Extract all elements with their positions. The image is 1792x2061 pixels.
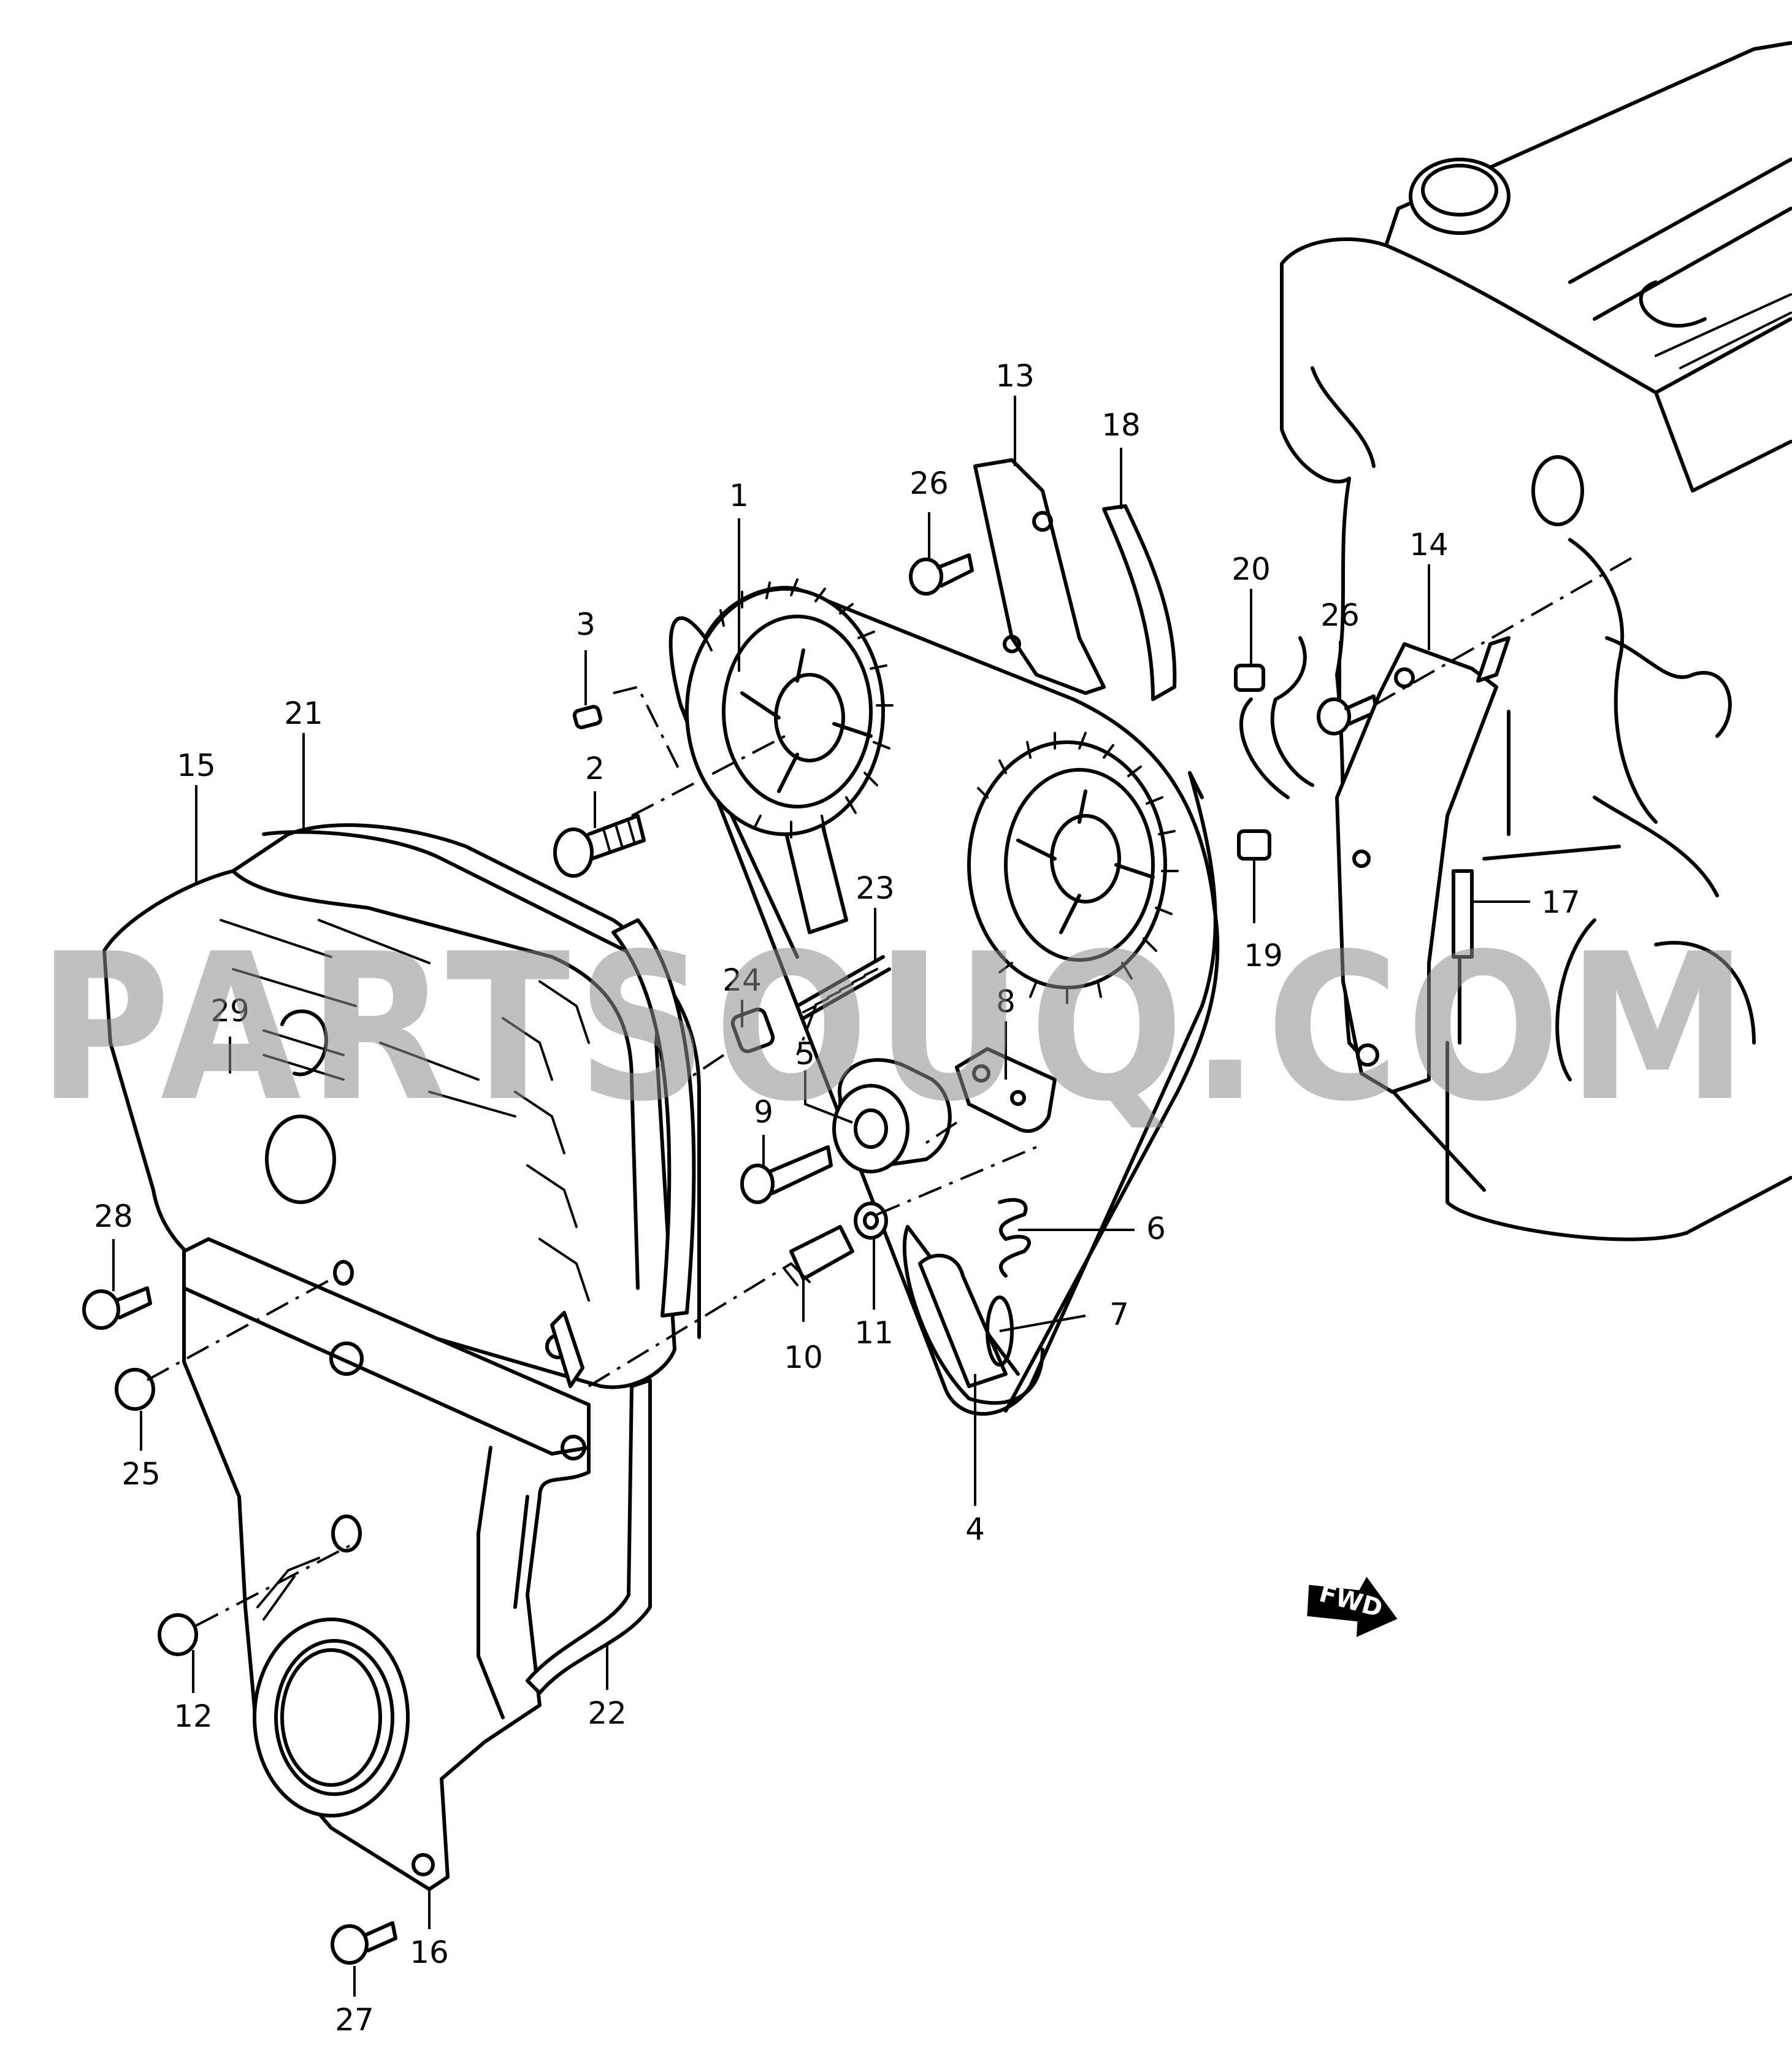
callout-26-upper: 26 — [909, 466, 949, 501]
callout-20: 20 — [1231, 551, 1271, 587]
washer-11 — [854, 1202, 888, 1240]
lower-cover — [182, 1237, 591, 1891]
callout-29: 29 — [210, 993, 250, 1029]
callout-10: 10 — [784, 1340, 823, 1375]
bolt-26-upper — [909, 553, 974, 596]
callout-17: 17 — [1541, 885, 1580, 920]
camshaft-pulley-1 — [685, 578, 894, 839]
watermark: PARTSOUQ.COM — [37, 910, 1755, 1146]
nut-12 — [158, 1613, 198, 1656]
callout-4: 4 — [965, 1511, 985, 1547]
stud-23 — [795, 955, 891, 1020]
fwd-direction-marker: FWD — [1307, 1576, 1398, 1637]
callout-27: 27 — [335, 2002, 374, 2038]
stud-10 — [784, 1225, 854, 1286]
callout-26-right: 26 — [1320, 597, 1360, 633]
callout-18: 18 — [1101, 407, 1141, 443]
bracket-13 — [973, 458, 1106, 695]
tensioner-pulley — [832, 1058, 952, 1173]
leader-lines — [112, 396, 1530, 1997]
outer-cover — [102, 823, 701, 1389]
tensioner-spring — [986, 1198, 1031, 1367]
engine-block — [1239, 41, 1792, 1242]
lower-gasket — [526, 1378, 652, 1695]
callout-23: 23 — [856, 870, 895, 906]
construction-lines — [147, 557, 1632, 1627]
callout-7: 7 — [1109, 1297, 1129, 1332]
callout-24: 24 — [722, 962, 762, 998]
bolt-27 — [331, 1921, 397, 1965]
callout-12: 12 — [174, 1698, 213, 1734]
callout-3: 3 — [576, 607, 595, 642]
callout-6: 6 — [1146, 1211, 1166, 1246]
bolt-28 — [82, 1286, 152, 1330]
callout-25: 25 — [121, 1456, 161, 1492]
seal-17 — [1452, 869, 1474, 959]
camshaft-pulley-2 — [967, 732, 1179, 1004]
clip-19 — [1237, 829, 1271, 861]
pin-3 — [572, 705, 603, 729]
callout-19: 19 — [1244, 938, 1283, 973]
seal-18 — [1102, 504, 1177, 701]
callout-16: 16 — [410, 1935, 449, 1970]
callout-9: 9 — [754, 1094, 773, 1130]
callout-22: 22 — [588, 1695, 627, 1731]
callout-8: 8 — [996, 984, 1016, 1019]
callout-14: 14 — [1409, 527, 1449, 562]
bolt-9 — [740, 1145, 833, 1204]
callout-labels: 1 2 3 4 5 6 7 8 9 10 11 12 13 14 15 16 1… — [94, 358, 1580, 2038]
bracket-14 — [1335, 636, 1511, 1094]
bolt-26-right — [1317, 694, 1379, 735]
cover-gasket — [611, 918, 696, 1318]
callout-1: 1 — [729, 478, 749, 513]
callout-11: 11 — [854, 1315, 894, 1351]
bolt-2 — [553, 814, 646, 878]
clip-20 — [1234, 664, 1265, 692]
callout-5: 5 — [795, 1036, 815, 1072]
callout-15: 15 — [177, 748, 216, 783]
tensioner-plate — [955, 1047, 1057, 1133]
callout-28: 28 — [94, 1199, 133, 1234]
nut-25 — [115, 1368, 155, 1411]
callout-13: 13 — [995, 358, 1035, 394]
callout-21: 21 — [284, 696, 323, 731]
callout-2: 2 — [585, 751, 605, 786]
